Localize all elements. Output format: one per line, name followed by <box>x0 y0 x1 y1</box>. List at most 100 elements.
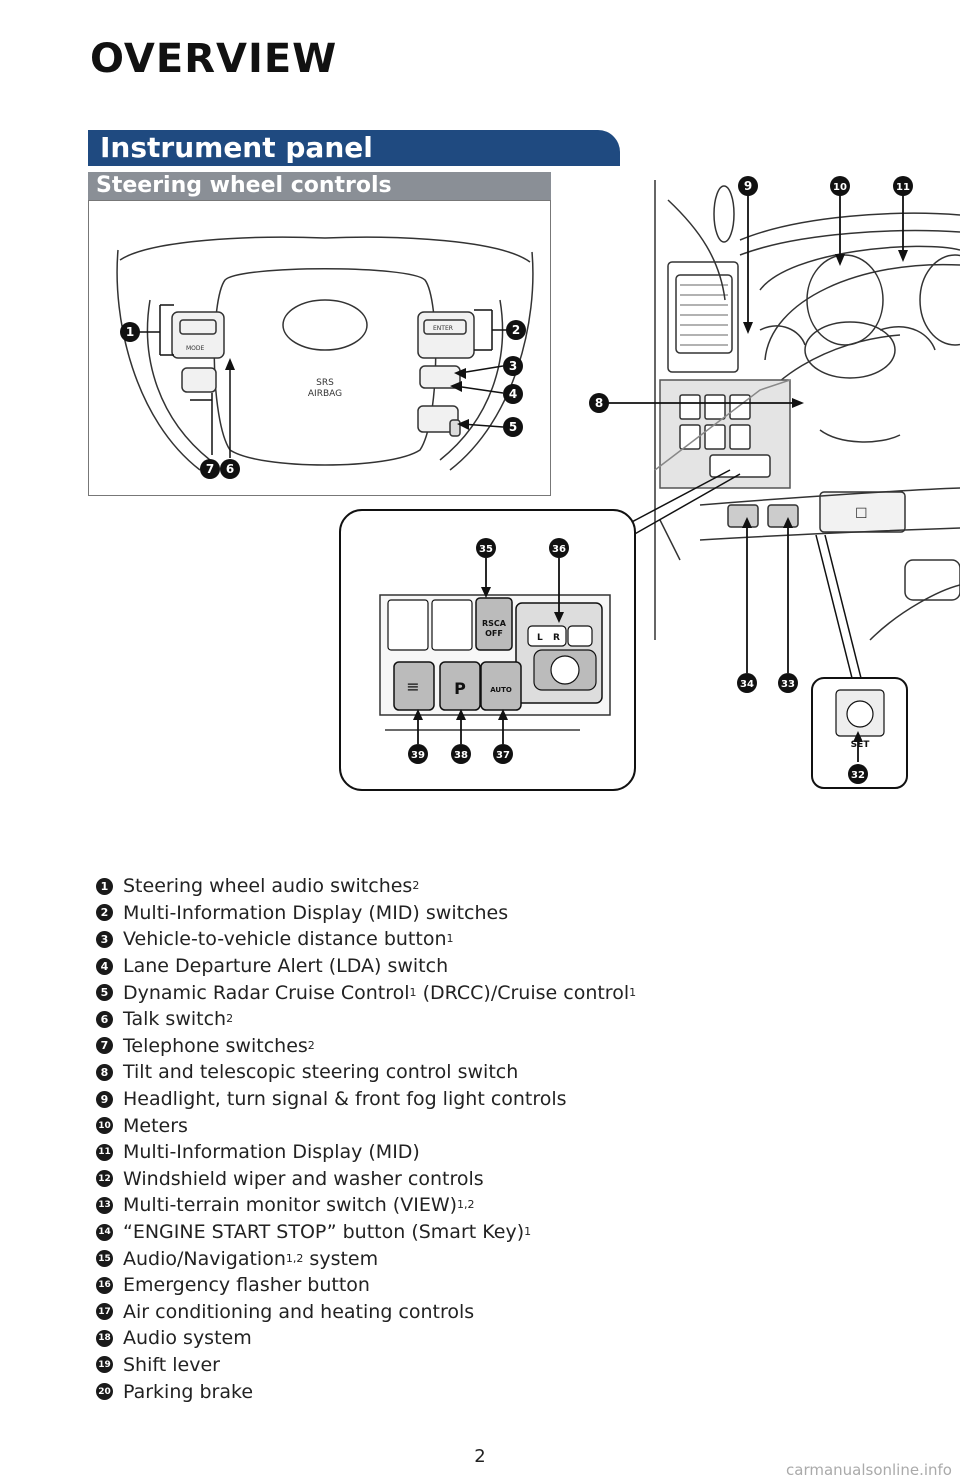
svg-text:7: 7 <box>206 462 214 476</box>
legend-text: Parking brake <box>123 1380 254 1403</box>
callout-37: 37 <box>493 744 513 764</box>
callout-32: 32 <box>848 764 868 784</box>
section-banner: Instrument panel <box>88 130 620 166</box>
watermark: carmanualsonline.info <box>786 1461 952 1479</box>
callout-2: 2 <box>506 320 526 340</box>
svg-text:38: 38 <box>454 750 468 761</box>
legend-number-badge: 1 <box>96 877 113 895</box>
legend-text: Vehicle-to-vehicle distance button <box>123 928 447 951</box>
callout-34: 34 <box>737 673 757 693</box>
legend-number-badge: 20 <box>96 1383 113 1401</box>
legend-number-badge: 12 <box>96 1170 113 1188</box>
subsection-banner: Steering wheel controls <box>88 172 551 200</box>
legend-text: Lane Departure Alert (LDA) switch <box>123 955 449 978</box>
callout-39: 39 <box>408 744 428 764</box>
legend-item: 18 Audio system <box>96 1325 896 1352</box>
mirror-right-label: R <box>553 633 560 643</box>
legend-item: 9 Headlight, turn signal & front fog ligh… <box>96 1086 896 1113</box>
legend-text: Tilt and telescopic steering control swi… <box>123 1061 519 1084</box>
mode-label: MODE <box>186 345 205 352</box>
svg-text:☐: ☐ <box>855 506 868 522</box>
legend-number-badge: 5 <box>96 984 113 1002</box>
svg-text:10: 10 <box>833 182 847 193</box>
legend-text: Multi-Information Display (MID) <box>123 1141 420 1164</box>
legend-number-badge: 4 <box>96 957 113 975</box>
legend-number-badge: 9 <box>96 1090 113 1108</box>
callout-7: 7 <box>200 459 220 479</box>
callout-35: 35 <box>476 538 496 558</box>
mirror-left-label: L <box>537 633 543 643</box>
svg-text:35: 35 <box>479 544 493 555</box>
legend-item: 11 Multi-Information Display (MID) <box>96 1139 896 1166</box>
legend-text: Multi-Information Display (MID) switches <box>123 901 509 924</box>
legend-text-continued: (DRCC)/Cruise control <box>416 981 630 1004</box>
svg-text:5: 5 <box>509 420 517 434</box>
legend-item: 2 Multi-Information Display (MID) switche… <box>96 900 896 927</box>
callout-1: 1 <box>120 322 140 342</box>
legend-text: Telephone switches <box>123 1034 308 1057</box>
svg-text:33: 33 <box>781 679 795 690</box>
callout-4: 4 <box>503 384 523 404</box>
legend-text: “ENGINE START STOP” button (Smart Key) <box>123 1221 525 1244</box>
legend-item: 4 Lane Departure Alert (LDA) switch <box>96 953 896 980</box>
set-label: SET <box>851 740 871 750</box>
legend-number-badge: 17 <box>96 1303 113 1321</box>
legend-text: Headlight, turn signal & front fog light… <box>123 1088 567 1111</box>
instrument-panel-illustration: SRS AIRBAG MODE ENTER <box>116 176 960 791</box>
legend-number-badge: 7 <box>96 1037 113 1055</box>
legend-text-continued: system <box>303 1247 379 1270</box>
inset-callout-lines <box>417 195 904 762</box>
legend-number-badge: 15 <box>96 1250 113 1268</box>
callout-8: 8 <box>589 393 609 413</box>
svg-text:37: 37 <box>496 750 510 761</box>
legend-item: 12 Windshield wiper and washer controls <box>96 1166 896 1193</box>
steering-arrowheads <box>225 358 469 430</box>
dashboard-drawing: ☐ <box>654 180 960 641</box>
svg-text:2: 2 <box>512 323 520 337</box>
callout-11: 11 <box>893 176 913 196</box>
legend-number-badge: 8 <box>96 1063 113 1081</box>
airbag-label-srs: SRS <box>316 378 334 388</box>
legend-number-badge: 18 <box>96 1329 113 1347</box>
legend-text: Dynamic Radar Cruise Control <box>123 981 410 1004</box>
legend-number-badge: 19 <box>96 1356 113 1374</box>
callout-3: 3 <box>503 356 523 376</box>
legend-item: 17 Air conditioning and heating controls <box>96 1299 896 1326</box>
legend-number-badge: 2 <box>96 904 113 922</box>
legend-text: Multi-terrain monitor switch (VIEW) <box>123 1194 458 1217</box>
svg-text:4: 4 <box>509 387 517 401</box>
legend-number-badge: 10 <box>96 1117 113 1135</box>
parking-sensor-icon: P <box>454 679 466 698</box>
callout-38: 38 <box>451 744 471 764</box>
callout-badges: 1 2 3 4 5 7 6 8 9 10 11 35 36 39 38 37 3… <box>120 176 913 784</box>
legend-text: Windshield wiper and washer controls <box>123 1167 484 1190</box>
svg-text:11: 11 <box>896 182 910 193</box>
legend-number-badge: 13 <box>96 1196 113 1214</box>
svg-text:32: 32 <box>851 770 865 781</box>
legend-number-badge: 6 <box>96 1010 113 1028</box>
airbag-label: AIRBAG <box>308 389 342 399</box>
svg-text:34: 34 <box>740 679 754 690</box>
legend-item: 8 Tilt and telescopic steering control sw… <box>96 1059 896 1086</box>
legend-text: Audio system <box>123 1327 252 1350</box>
callout-9: 9 <box>738 176 758 196</box>
legend-text: Audio/Navigation <box>123 1247 286 1270</box>
legend-number-badge: 3 <box>96 930 113 948</box>
svg-text:8: 8 <box>595 396 603 410</box>
legend-number-badge: 11 <box>96 1143 113 1161</box>
legend-text: Air conditioning and heating controls <box>123 1300 475 1323</box>
svg-text:9: 9 <box>744 179 752 193</box>
steering-wheel-drawing <box>116 236 534 471</box>
svg-text:39: 39 <box>411 750 425 761</box>
inset-arrowheads <box>413 250 908 742</box>
